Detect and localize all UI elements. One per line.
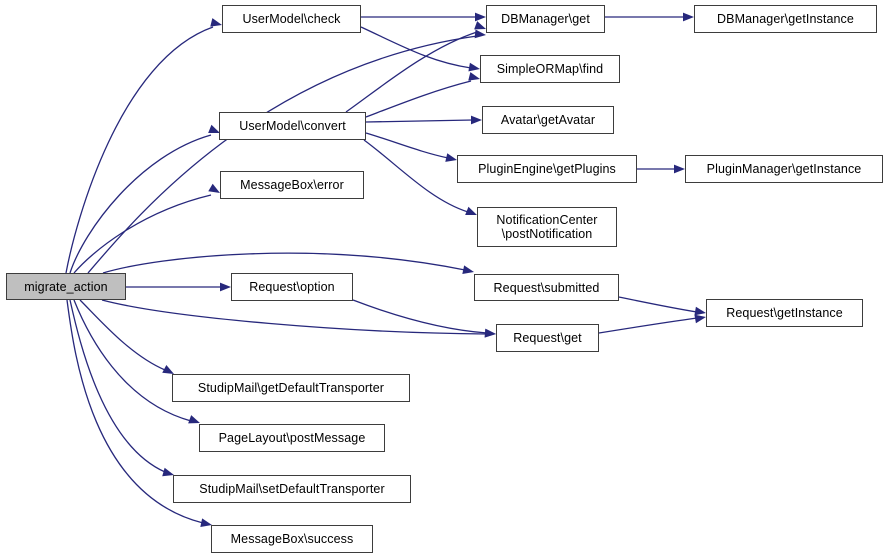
arrowhead-migrate_action-to-MessageBox_success [200,518,212,528]
graph-node-label: DBManager\get [501,12,590,26]
graph-node-StudipMail_setDefaultTransporter[interactable]: StudipMail\setDefaultTransporter [173,475,411,503]
edge-migrate_action-to-MessageBox_error [73,194,212,274]
graph-node-Request_get[interactable]: Request\get [496,324,599,352]
graph-node-label: Request\option [249,280,335,294]
edge-UserModel_convert-to-Avatar_getAvatar [365,119,474,123]
arrowhead-migrate_action-to-UserModel_convert [208,124,220,133]
edge-UserModel_convert-to-PluginEngine_getPlugins [365,132,449,159]
edge-migrate_action-to-Request_submitted [102,252,466,274]
arrowhead-UserModel_convert-to-Avatar_getAvatar [471,115,482,125]
edge-migrate_action-to-StudipMail_setDefaultTransporter [69,299,166,473]
graph-node-label: MessageBox\success [230,532,354,546]
edge-Request_get-to-Request_getInstance [598,317,698,334]
graph-node-label: PageLayout\postMessage [218,431,366,445]
graph-node-label: StudipMail\getDefaultTransporter [197,381,385,395]
edge-migrate_action-to-StudipMail_getDefaultTransporter [79,299,166,371]
arrowhead-migrate_action-to-StudipMail_getDefaultTransporter [162,364,174,374]
graph-node-label: UserModel\convert [239,119,346,133]
arrowhead-UserModel_convert-to-PluginEngine_getPlugins [445,153,457,162]
graph-node-Request_option[interactable]: Request\option [231,273,353,301]
graph-node-Request_getInstance[interactable]: Request\getInstance [706,299,863,327]
graph-node-migrate_action[interactable]: migrate_action [6,273,126,300]
arrowhead-migrate_action-to-MessageBox_error [208,183,220,193]
graph-node-MessageBox_error[interactable]: MessageBox\error [220,171,364,199]
graph-node-label: PluginEngine\getPlugins [478,162,616,176]
edge-Request_submitted-to-Request_getInstance [618,296,698,313]
graph-node-label: MessageBox\error [240,178,344,192]
graph-node-NotificationCenter_postNotification[interactable]: NotificationCenter \postNotification [477,207,617,247]
edge-UserModel_convert-to-NotificationCenter_postNotification [363,139,469,213]
edge-migrate_action-to-UserModel_convert [69,134,212,274]
graph-node-Avatar_getAvatar[interactable]: Avatar\getAvatar [482,106,614,134]
graph-node-PluginManager_getInstance[interactable]: PluginManager\getInstance [685,155,883,183]
arrowhead-migrate_action-to-PageLayout_postMessage [188,415,200,424]
graph-node-label: Request\submitted [493,280,600,295]
graph-node-label: PluginManager\getInstance [706,162,862,176]
arrowhead-UserModel_check-to-SimpleORMap_find [468,62,480,72]
edge-migrate_action-to-Request_get [101,299,488,335]
arrowhead-Request_option-to-Request_get [484,328,496,338]
graph-node-DBManager_get[interactable]: DBManager\get [486,5,605,33]
graph-node-label: Request\get [513,331,582,345]
edge-UserModel_convert-to-DBManager_get [345,31,478,113]
graph-node-label: NotificationCenter \postNotification [496,213,598,241]
edge-UserModel_convert-to-SimpleORMap_find [365,80,472,118]
arrowhead-UserModel_check-to-DBManager_get [475,12,486,22]
edge-Request_option-to-Request_get [352,299,488,334]
arrowhead-DBManager_get-to-DBManager_getInstance [683,12,694,22]
graph-node-SimpleORMap_find[interactable]: SimpleORMap\find [480,55,620,83]
arrowhead-Request_get-to-Request_getInstance [694,314,706,324]
graph-node-DBManager_getInstance[interactable]: DBManager\getInstance [694,5,877,33]
graph-node-PageLayout_postMessage[interactable]: PageLayout\postMessage [199,424,385,452]
graph-node-label: Request\getInstance [726,306,843,320]
arrowhead-migrate_action-to-StudipMail_setDefaultTransporter [162,467,174,477]
graph-node-label: StudipMail\setDefaultTransporter [199,482,385,496]
graph-node-UserModel_check[interactable]: UserModel\check [222,5,361,33]
edge-migrate_action-to-UserModel_check [65,26,214,274]
arrowhead-UserModel_convert-to-DBManager_get [474,21,486,30]
graph-node-label: SimpleORMap\find [496,62,604,76]
graph-node-PluginEngine_getPlugins[interactable]: PluginEngine\getPlugins [457,155,637,183]
arrowhead-UserModel_convert-to-SimpleORMap_find [468,72,480,81]
edge-migrate_action-to-DBManager_get [87,35,478,274]
graph-node-label: Avatar\getAvatar [500,113,596,127]
edge-migrate_action-to-PageLayout_postMessage [73,299,192,422]
arrowhead-migrate_action-to-Request_option [220,282,231,292]
arrowhead-UserModel_convert-to-NotificationCenter_postNotification [465,206,477,215]
arrowhead-migrate_action-to-DBManager_get [474,29,486,39]
graph-node-UserModel_convert[interactable]: UserModel\convert [219,112,366,140]
arrowhead-migrate_action-to-Request_submitted [462,265,474,275]
graph-node-label: UserModel\check [242,12,341,26]
graph-node-label: DBManager\getInstance [717,12,854,26]
graph-node-label: migrate_action [24,279,108,294]
graph-node-Request_submitted[interactable]: Request\submitted [474,274,619,301]
arrowhead-Request_submitted-to-Request_getInstance [694,306,706,316]
arrowhead-PluginEngine_getPlugins-to-PluginManager_getInstance [674,164,685,174]
graph-node-MessageBox_success[interactable]: MessageBox\success [211,525,373,553]
edge-migrate_action-to-MessageBox_success [66,299,204,524]
arrowhead-migrate_action-to-UserModel_check [210,18,222,27]
graph-node-StudipMail_getDefaultTransporter[interactable]: StudipMail\getDefaultTransporter [172,374,410,402]
edge-UserModel_check-to-SimpleORMap_find [360,26,472,69]
